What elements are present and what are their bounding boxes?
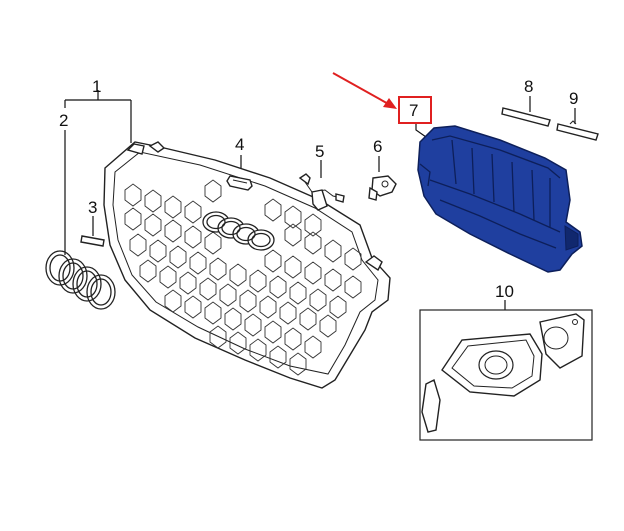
callout-3: 3 [88,198,97,217]
callout-8: 8 [524,77,533,96]
callout-7: 7 [409,101,418,120]
sensor [368,175,397,201]
fog-cover-set [419,309,593,441]
callout-5: 5 [315,142,324,161]
callout-1: 1 [92,77,101,96]
bracket [298,173,345,211]
trim-strip-8 [501,107,551,127]
emblem-rings [45,250,116,310]
clip [226,175,253,191]
highlight-arrow [332,72,397,109]
callout-2: 2 [59,111,68,130]
callout-4: 4 [235,135,244,154]
callout-9: 9 [569,89,578,108]
grille-honeycomb [124,179,362,376]
trim-strip-9 [556,120,599,141]
grille-carrier [417,125,583,273]
callout-10: 10 [495,282,514,301]
leader-lines [64,90,576,310]
callout-7-box [398,96,432,124]
callout-labels: 1 2 3 4 5 6 7 8 9 10 [59,77,578,301]
badge [80,235,105,247]
grille-emblem [202,211,275,251]
callout-6: 6 [373,137,382,156]
